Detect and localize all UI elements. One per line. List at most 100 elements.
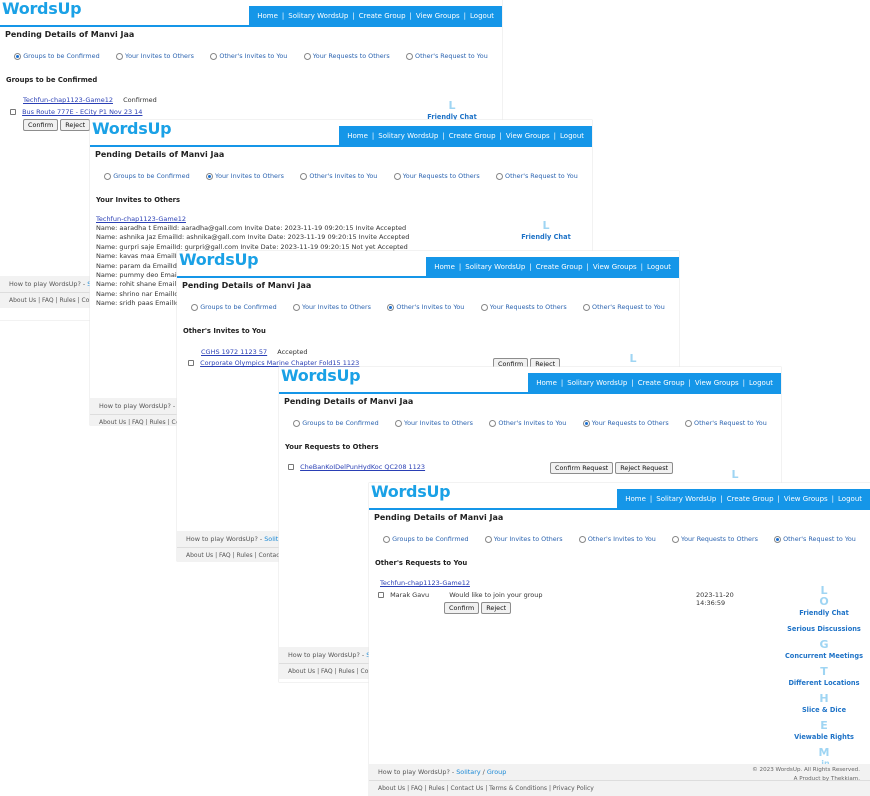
radio-icon[interactable] xyxy=(14,52,22,60)
tab-your-requests[interactable]: Your Requests to Others xyxy=(480,303,567,311)
tab-your-requests[interactable]: Your Requests to Others xyxy=(393,172,480,180)
nav-create-group[interactable]: Create Group xyxy=(637,379,685,387)
group-link[interactable]: Techfun-chap1123-Game12 xyxy=(380,579,470,587)
footer-rules[interactable]: Rules xyxy=(428,785,445,792)
tab-your-invites[interactable]: Your Invites to Others xyxy=(116,52,194,60)
radio-icon[interactable] xyxy=(210,52,218,60)
select-checkbox[interactable] xyxy=(378,592,384,598)
nav-home[interactable]: Home xyxy=(257,12,278,20)
footer-faq[interactable]: FAQ xyxy=(219,552,231,559)
confirm-button[interactable]: Confirm xyxy=(23,119,59,131)
select-checkbox[interactable] xyxy=(188,360,194,366)
nav-solitary[interactable]: Solitary WordsUp xyxy=(656,495,717,503)
nav-home[interactable]: Home xyxy=(536,379,557,387)
radio-icon[interactable] xyxy=(293,303,301,311)
radio-icon[interactable] xyxy=(303,52,311,60)
radio-icon[interactable] xyxy=(393,172,401,180)
tab-others-request[interactable]: Other's Request to You xyxy=(583,303,665,311)
nav-logout[interactable]: Logout xyxy=(647,263,671,271)
nav-home[interactable]: Home xyxy=(347,132,368,140)
nav-logout[interactable]: Logout xyxy=(470,12,494,20)
radio-icon[interactable] xyxy=(395,419,403,427)
footer-contact[interactable]: Contact Us xyxy=(450,785,484,792)
nav-view-groups[interactable]: View Groups xyxy=(783,495,828,503)
nav-home[interactable]: Home xyxy=(625,495,646,503)
footer-faq[interactable]: FAQ xyxy=(321,668,333,675)
nav-solitary[interactable]: Solitary WordsUp xyxy=(378,132,439,140)
radio-icon[interactable] xyxy=(583,303,591,311)
radio-icon[interactable] xyxy=(685,419,693,427)
footer-rules[interactable]: Rules xyxy=(149,419,166,425)
tab-groups-to-be-confirmed[interactable]: Groups to be Confirmed xyxy=(293,419,379,427)
group-link[interactable]: CheBanKoIDelPunHydKoc QC208 1123 xyxy=(300,463,426,471)
tab-others-invites[interactable]: Other's Invites to You xyxy=(489,419,566,427)
radio-icon[interactable] xyxy=(191,303,199,311)
select-checkbox[interactable] xyxy=(10,109,16,115)
radio-icon[interactable] xyxy=(480,303,488,311)
nav-solitary[interactable]: Solitary WordsUp xyxy=(567,379,628,387)
radio-icon[interactable] xyxy=(774,535,782,543)
radio-icon[interactable] xyxy=(387,303,395,311)
confirm-request-button[interactable]: Confirm Request xyxy=(550,462,614,474)
footer-faq[interactable]: FAQ xyxy=(411,785,423,792)
footer-contact[interactable]: Contact Us xyxy=(258,552,292,559)
reject-button[interactable]: Reject xyxy=(481,602,512,614)
radio-icon[interactable] xyxy=(484,535,492,543)
group-link-footer[interactable]: Group xyxy=(486,768,507,776)
tab-others-invites[interactable]: Other's Invites to You xyxy=(387,303,464,311)
logo[interactable]: WordsUp xyxy=(281,367,361,385)
tab-others-invites[interactable]: Other's Invites to You xyxy=(578,535,656,543)
nav-view-groups[interactable]: View Groups xyxy=(694,379,739,387)
radio-icon[interactable] xyxy=(104,172,112,180)
footer-faq[interactable]: FAQ xyxy=(132,419,144,425)
radio-icon[interactable] xyxy=(206,172,214,180)
radio-icon[interactable] xyxy=(293,419,301,427)
radio-icon[interactable] xyxy=(489,419,497,427)
footer-rules[interactable]: Rules xyxy=(59,297,76,304)
tab-your-requests[interactable]: Your Requests to Others xyxy=(672,535,758,543)
reject-request-button[interactable]: Reject Request xyxy=(615,462,674,474)
group-link[interactable]: Bus Route 777E - ECity P1 Nov 23 14 xyxy=(22,108,143,116)
nav-view-groups[interactable]: View Groups xyxy=(415,12,460,20)
radio-icon[interactable] xyxy=(383,535,391,543)
solitary-link[interactable]: Solitary xyxy=(456,768,481,776)
nav-view-groups[interactable]: View Groups xyxy=(505,132,550,140)
footer-faq[interactable]: FAQ xyxy=(42,297,54,304)
group-link[interactable]: Corporate Olympics Marine Chapter Fold15… xyxy=(200,359,360,367)
footer-about[interactable]: About Us xyxy=(378,785,406,792)
tab-others-invites[interactable]: Other's Invites to You xyxy=(210,52,287,60)
nav-logout[interactable]: Logout xyxy=(560,132,584,140)
footer-about[interactable]: About Us xyxy=(186,552,214,559)
group-link[interactable]: CGHS 1972 1123 57 xyxy=(201,348,268,356)
tab-others-request[interactable]: Other's Request to You xyxy=(496,172,578,180)
nav-create-group[interactable]: Create Group xyxy=(535,263,583,271)
nav-logout[interactable]: Logout xyxy=(749,379,773,387)
logo[interactable]: WordsUp xyxy=(92,120,172,138)
tab-others-request[interactable]: Other's Request to You xyxy=(685,419,767,427)
footer-rules[interactable]: Rules xyxy=(338,668,355,675)
nav-create-group[interactable]: Create Group xyxy=(448,132,496,140)
tab-your-invites[interactable]: Your Invites to Others xyxy=(206,172,284,180)
radio-icon[interactable] xyxy=(496,172,504,180)
nav-logout[interactable]: Logout xyxy=(838,495,862,503)
radio-icon[interactable] xyxy=(300,172,308,180)
radio-icon[interactable] xyxy=(406,52,414,60)
footer-terms[interactable]: Terms & Conditions xyxy=(489,785,548,792)
reject-button[interactable]: Reject xyxy=(60,119,91,131)
logo[interactable]: WordsUp xyxy=(179,251,259,269)
footer-rules[interactable]: Rules xyxy=(236,552,253,559)
nav-solitary[interactable]: Solitary WordsUp xyxy=(465,263,526,271)
tab-others-invites[interactable]: Other's Invites to You xyxy=(300,172,377,180)
radio-icon[interactable] xyxy=(578,535,586,543)
tab-your-requests[interactable]: Your Requests to Others xyxy=(582,419,669,427)
group-link[interactable]: Techfun-chap1123-Game12 xyxy=(23,96,113,104)
tab-groups-to-be-confirmed[interactable]: Groups to be Confirmed xyxy=(14,52,100,60)
radio-icon[interactable] xyxy=(672,535,680,543)
radio-icon[interactable] xyxy=(582,419,590,427)
group-link[interactable]: Techfun-chap1123-Game12 xyxy=(96,215,186,223)
select-checkbox[interactable] xyxy=(288,464,294,470)
solitary-link[interactable]: Solitary xyxy=(264,535,289,543)
nav-home[interactable]: Home xyxy=(434,263,455,271)
nav-create-group[interactable]: Create Group xyxy=(358,12,406,20)
footer-about[interactable]: About Us xyxy=(9,297,37,304)
